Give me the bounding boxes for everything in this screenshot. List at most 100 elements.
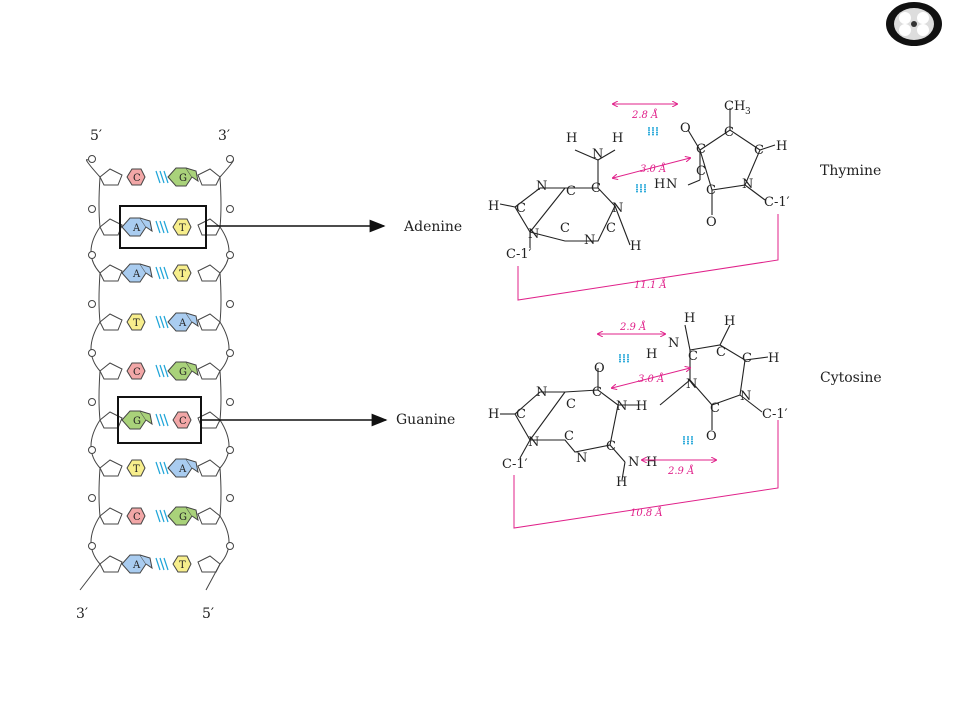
svg-text:N: N: [576, 451, 587, 466]
svg-text:C: C: [688, 349, 698, 364]
base-G: G: [167, 167, 199, 187]
at-span: 11.1 Å: [634, 279, 667, 291]
base-letter: C: [179, 416, 187, 427]
base-letter: A: [132, 560, 141, 571]
svg-text:⁞⁞⁞: ⁞⁞⁞: [635, 181, 647, 195]
svg-text:H: H: [566, 131, 577, 146]
sugar-ring: [99, 459, 123, 477]
svg-text:C: C: [566, 397, 576, 412]
sugar-ring: [99, 218, 123, 236]
phosphate-node: [88, 205, 96, 213]
base-letter: G: [179, 367, 187, 378]
phosphate-node: [88, 494, 96, 502]
adenine-label: Adenine: [403, 219, 462, 235]
helix-label-bottom-right: 5′: [202, 606, 214, 622]
base-letter: T: [179, 560, 186, 571]
base-letter: G: [179, 512, 187, 523]
hydrogen-bond: [155, 557, 161, 571]
base-letter: T: [133, 318, 140, 329]
hydrogen-bond: [159, 364, 165, 378]
svg-text:C: C: [516, 407, 526, 422]
svg-text:N: N: [686, 377, 697, 392]
svg-text:H: H: [724, 314, 735, 329]
guanine-label: Guanine: [396, 412, 455, 428]
base-letter: A: [178, 464, 187, 475]
hydrogen-bond: [163, 461, 169, 475]
svg-text:H: H: [612, 131, 623, 146]
hydrogen-bond: [159, 220, 165, 234]
at-c1-left: C-1′: [506, 247, 532, 262]
svg-text:N: N: [528, 435, 539, 450]
svg-text:N: N: [612, 201, 623, 216]
hydrogen-bond: [155, 220, 161, 234]
backbone-left-strand: [79, 159, 101, 591]
sugar-ring: [197, 264, 221, 282]
base-G: G: [121, 410, 153, 430]
base-T: T: [172, 555, 192, 573]
base-A: A: [121, 554, 153, 574]
svg-text:C: C: [716, 345, 726, 360]
svg-text:⁞⁞⁞: ⁞⁞⁞: [682, 433, 694, 447]
sugar-ring: [99, 313, 123, 331]
svg-text:C: C: [706, 183, 716, 198]
hydrogen-bond: [155, 266, 161, 280]
hydrogen-bond: [163, 557, 169, 571]
phosphate-node: [88, 446, 96, 454]
svg-text:C: C: [696, 164, 706, 179]
svg-text:C: C: [516, 201, 526, 216]
hydrogen-bond: [159, 413, 165, 427]
phosphate-node: [226, 205, 234, 213]
thymine-label: Thymine: [820, 163, 881, 179]
svg-text:C: C: [754, 143, 764, 158]
helix-label-top-left: 5′: [90, 128, 102, 144]
base-T: T: [172, 218, 192, 236]
hydrogen-bond: [159, 509, 165, 523]
base-letter: G: [133, 416, 141, 427]
svg-text:C: C: [560, 221, 570, 236]
hydrogen-bond: [163, 413, 169, 427]
sugar-ring: [197, 218, 221, 236]
svg-text:H: H: [630, 239, 641, 254]
flower-emblem-icon: [886, 2, 942, 46]
sugar-ring: [99, 362, 123, 380]
sugar-ring: [99, 555, 123, 573]
svg-text:O: O: [706, 215, 717, 230]
sugar-ring: [99, 411, 123, 429]
base-T: T: [126, 459, 146, 477]
svg-text:N: N: [584, 233, 595, 248]
base-C: C: [172, 411, 192, 429]
svg-text:C: C: [606, 221, 616, 236]
base-letter: T: [179, 223, 186, 234]
base-letter: A: [178, 318, 187, 329]
adenine-highlight-box: [119, 205, 207, 249]
base-letter: T: [133, 464, 140, 475]
phosphate-node: [226, 494, 234, 502]
gc-c1-left: C-1′: [502, 457, 528, 472]
hydrogen-bond: [163, 315, 169, 329]
base-G: G: [167, 506, 199, 526]
svg-text:O: O: [680, 121, 691, 136]
svg-text:C: C: [564, 429, 574, 444]
phosphate-node: [88, 300, 96, 308]
base-C: C: [126, 507, 146, 525]
base-C: C: [126, 168, 146, 186]
svg-text:H: H: [488, 407, 499, 422]
svg-text:N: N: [740, 389, 751, 404]
svg-text:H: H: [684, 311, 695, 326]
base-letter: A: [132, 223, 141, 234]
base-letter: A: [132, 269, 141, 280]
sugar-ring: [99, 168, 123, 186]
hydrogen-bond: [159, 557, 165, 571]
svg-text:H: H: [616, 475, 627, 490]
sugar-ring: [99, 264, 123, 282]
svg-text:C: C: [592, 385, 602, 400]
base-A: A: [121, 263, 153, 283]
svg-text:C: C: [606, 439, 616, 454]
hydrogen-bond: [155, 509, 161, 523]
sugar-ring: [197, 555, 221, 573]
svg-text:N: N: [628, 455, 639, 470]
svg-text:C: C: [696, 142, 706, 157]
sugar-ring: [99, 507, 123, 525]
